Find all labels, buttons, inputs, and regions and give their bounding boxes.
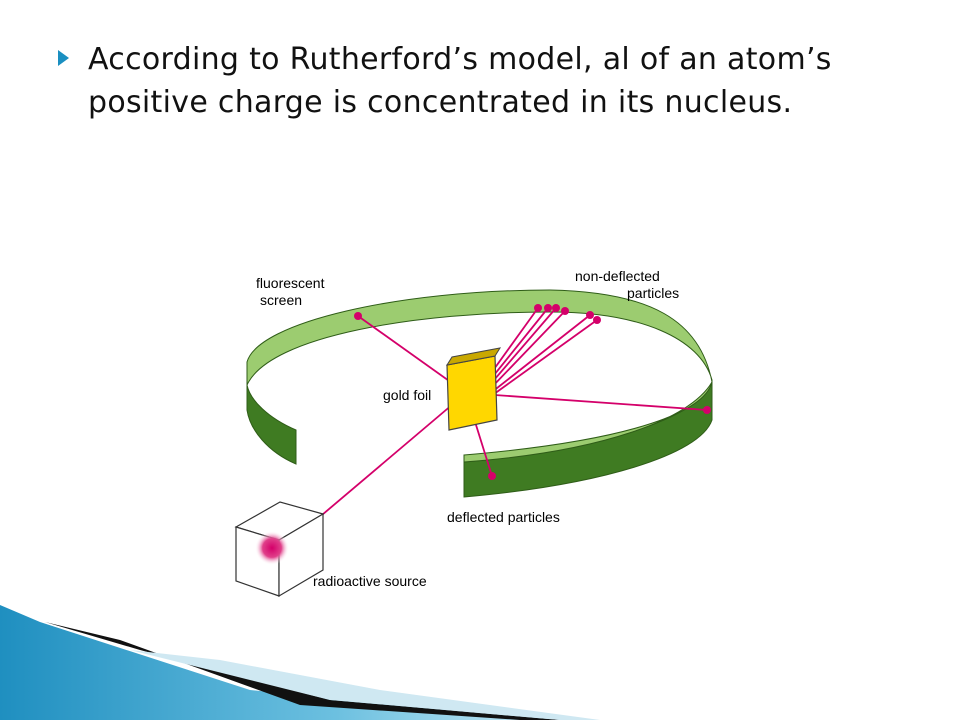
fluorescent-screen-top bbox=[246, 289, 713, 386]
footer-decoration bbox=[0, 605, 600, 720]
label-screen: screen bbox=[260, 292, 302, 308]
label-particles: particles bbox=[627, 285, 679, 301]
triangle-bullet-icon bbox=[58, 50, 69, 66]
footer-blue-wave bbox=[0, 605, 560, 720]
radioactive-glow bbox=[255, 531, 289, 565]
fluorescent-screen-front-side bbox=[463, 381, 713, 498]
label-fluorescent: fluorescent bbox=[256, 275, 325, 291]
footer-black-swoosh bbox=[45, 622, 560, 720]
bullet-item: According to Rutherford’s model, al of a… bbox=[58, 38, 918, 124]
rutherford-experiment-diagram: fluorescent screen non-deflected particl… bbox=[234, 268, 713, 598]
radioactive-source-cube bbox=[234, 501, 325, 598]
impact-points bbox=[354, 304, 711, 480]
footer-light-wave bbox=[130, 650, 600, 720]
fluorescent-screen-left-side bbox=[246, 362, 297, 465]
label-gold-foil: gold foil bbox=[383, 387, 431, 403]
label-deflected-particles: deflected particles bbox=[447, 509, 560, 525]
gold-foil-edge bbox=[445, 347, 502, 366]
bullet-text: According to Rutherford’s model, al of a… bbox=[88, 42, 832, 120]
gold-foil bbox=[446, 355, 498, 431]
label-non-deflected: non-deflected bbox=[575, 268, 660, 284]
fluorescent-screen-front-top bbox=[463, 381, 713, 463]
label-radioactive-source: radioactive source bbox=[313, 573, 427, 589]
